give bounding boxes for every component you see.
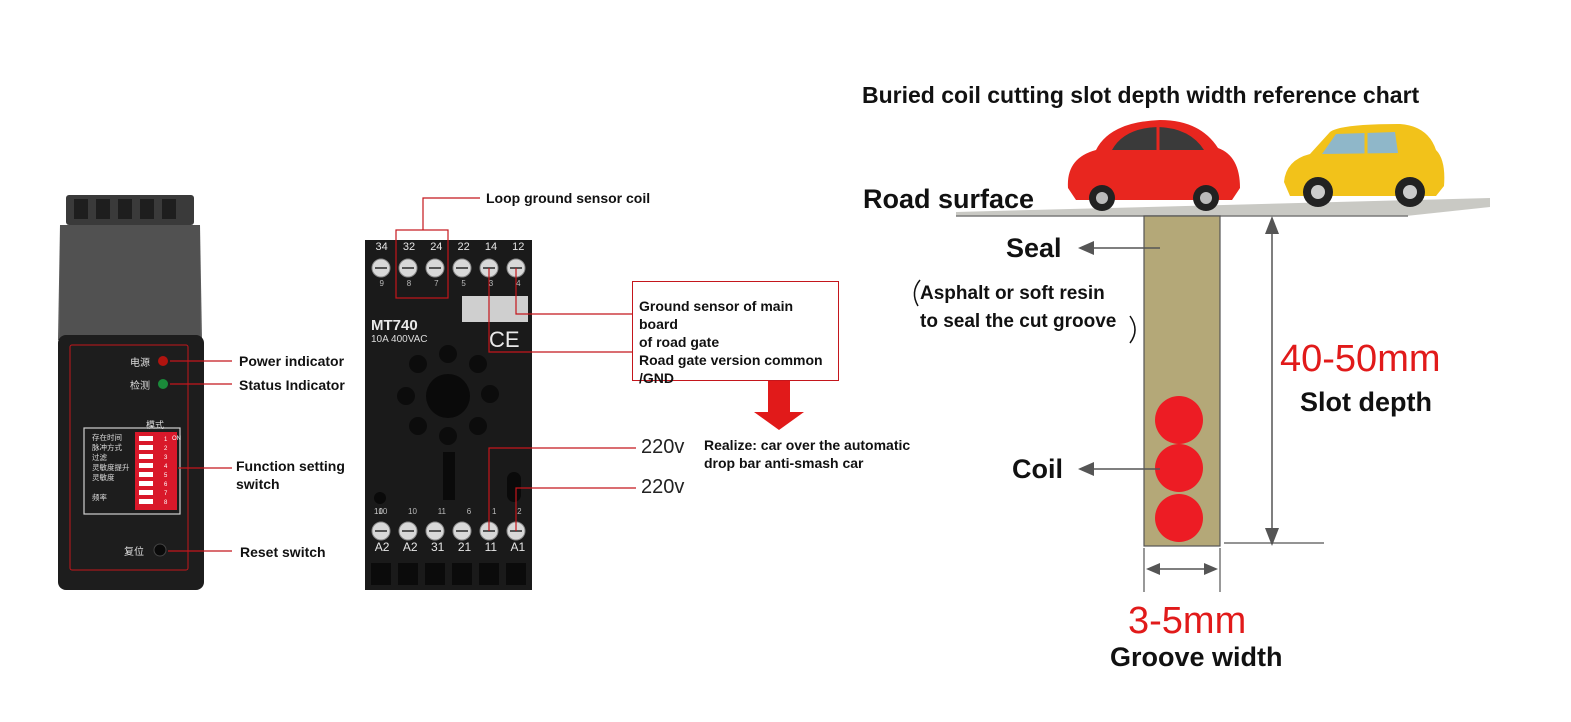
pin-sub: 9 [379,279,384,288]
pin-number: A2 [374,540,390,554]
pin-number: 12 [512,241,525,253]
seal-note-line-2: to seal the cut groove [920,311,1117,332]
pin-sub: 10 [378,507,388,516]
top-pin-sub-numbers: 9 8 7 5 3 4 [368,279,532,288]
pin-sub: 8 [406,279,412,288]
width-label: Groove width [1110,642,1283,672]
dip-on-label: ON [172,436,181,442]
dip-label: 灵敏度 [92,473,115,482]
status-indicator-label: Status Indicator [239,377,345,393]
pin-number: A2 [402,540,418,554]
pin-number: 34 [375,241,388,253]
yellow-car-icon [1284,124,1445,207]
callout-line: Ground sensor of main board [639,298,794,332]
pin-sub: 11 [437,507,446,516]
coil-label: Coil [1012,454,1063,484]
pin-number: A1 [510,540,526,554]
power-indicator-label: Power indicator [239,353,345,369]
pin-number: 14 [484,241,498,253]
realize-line-1: Realize: car over the automatic [704,437,911,453]
width-value: 3-5mm [1128,600,1247,642]
coil-turn-2 [1155,444,1203,492]
pin-sub: 7 [434,279,439,288]
seal-label: Seal [1006,233,1062,263]
pin-sub: 10 [408,507,417,516]
dip-function-list: 存在时间 脉冲方式 过滤 灵敏度提升 灵敏度 频率 [92,433,130,503]
reset-switch-label: Reset switch [240,544,326,560]
depth-label: Slot depth [1300,387,1432,417]
dip-switch-number: 7 [164,491,168,497]
callout-line: of road gate [639,334,720,350]
dip-switch-number: 1 [164,437,168,443]
reset-cn-label: 复位 [124,547,144,558]
loop-coil-label: Loop ground sensor coil [486,190,651,206]
coil-turn-1 [1155,396,1203,444]
dip-label: 存在时间 [92,433,122,442]
red-car-icon [1067,120,1240,211]
dip-switch-number: 3 [164,455,168,461]
dip-label [92,483,130,493]
dip-switch-number: 8 [164,500,168,506]
pin-number: 22 [457,241,470,253]
function-switch-label: Function setting [236,458,345,474]
dip-switch-number: 5 [164,473,168,479]
relay-model: MT740 [371,317,418,334]
dip-switch-number: 6 [164,482,168,488]
pin-number: 21 [457,540,472,554]
pin-number: 31 [431,540,445,554]
groove-cross-section [913,198,1490,592]
pin-tag: 10 [374,507,383,516]
dip-label: 频率 [92,493,107,502]
dip-switch-number: 4 [164,464,168,470]
power-led [158,356,168,366]
mode-cn-label: 模式 [146,420,165,430]
power-cn-label: 电源 [130,358,150,369]
pin-sub: 4 [516,279,521,288]
pin-sub: 6 [466,507,472,516]
realize-line-2: drop bar anti-smash car [704,455,864,471]
detect-cn-label: 检测 [130,381,150,392]
seal-note-line-1: Asphalt or soft resin [920,283,1105,304]
ce-mark: CE [489,327,520,352]
pin-sub: 1 [491,507,497,516]
depth-value: 40-50mm [1280,338,1441,380]
bottom-pin-sub-numbers: 10 10 11 6 1 2 [368,507,532,516]
bottom-pin-numbers: A2 A2 31 21 11 A1 [368,540,532,554]
road-surface-label: Road surface [863,184,1035,214]
status-led [158,379,168,389]
down-arrow-shaft [768,380,790,414]
pin-sub: 2 [517,507,522,516]
dip-switch-number: 2 [164,446,168,452]
pin-number: 11 [484,540,498,554]
pin-sub: 5 [461,279,466,288]
reset-button-knob [153,543,167,557]
vehicle-detector-device [58,195,232,590]
function-switch-label-2: switch [236,476,280,492]
pin-sub: 3 [488,279,494,288]
pin-number: 32 [402,241,416,253]
relay-rating: 10A 400VAC [371,334,428,345]
dip-label: 过滤 [92,453,107,462]
pin-number: 24 [430,241,443,253]
voltage-label-1: 220v [641,436,685,458]
top-pin-numbers: 34 32 24 22 14 12 [368,241,532,253]
main-board-callout: Ground sensor of main board of road gate… [632,281,839,386]
relay-socket [365,197,804,590]
callout-line: Road gate version common [639,352,823,368]
dip-label: 灵敏度提升 [92,463,130,472]
down-arrow-head [754,412,804,430]
dip-label: 脉冲方式 [92,443,122,452]
voltage-label-2: 220v [641,476,685,498]
coil-turn-3 [1155,494,1203,542]
callout-line: /GND [639,370,674,386]
chart-title: Buried coil cutting slot depth width ref… [862,82,1420,108]
